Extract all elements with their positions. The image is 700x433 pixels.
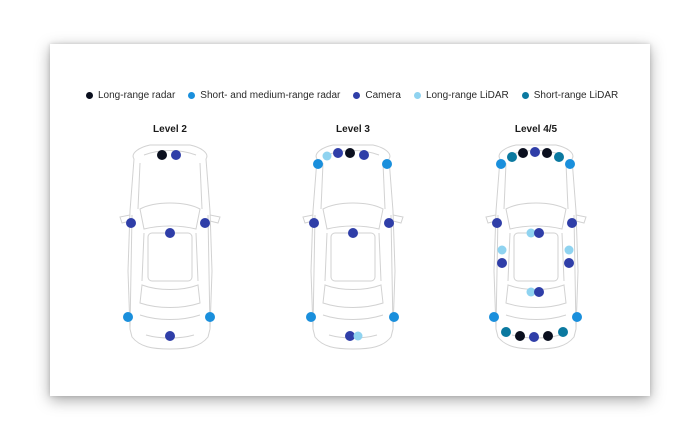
camera-dot <box>359 150 369 160</box>
long-range-radar-dot <box>518 148 528 158</box>
camera-dot <box>126 218 136 228</box>
level-3-sensors <box>306 148 399 341</box>
short-medium-radar-dot <box>496 159 506 169</box>
legend-label: Long-range LiDAR <box>425 89 509 101</box>
short-medium-radar-dot <box>489 312 499 322</box>
long-range-lidar-dot-icon <box>413 91 421 99</box>
short-range-lidar-dot-icon <box>521 91 529 99</box>
long-range-radar-dot <box>542 148 552 158</box>
camera-dot <box>567 218 577 228</box>
short-range-lidar-dot <box>507 152 517 162</box>
long-range-radar-dot <box>345 148 355 158</box>
camera-dot <box>348 228 358 238</box>
short-medium-radar-dot <box>565 159 575 169</box>
level-2-title: Level 2 <box>153 124 187 135</box>
short-range-lidar-dot <box>558 327 568 337</box>
level-3-title: Level 3 <box>336 124 370 135</box>
camera-dot <box>529 332 539 342</box>
car-level-2 <box>119 144 221 350</box>
camera-dot-icon <box>353 91 361 99</box>
legend-label: Short-range LiDAR <box>533 89 619 101</box>
long-range-lidar-dot <box>497 245 507 255</box>
camera-dot <box>530 147 540 157</box>
short-medium-radar-dot <box>572 312 582 322</box>
level-4-5-sensors <box>489 147 582 342</box>
long-range-radar-dot <box>543 331 553 341</box>
car-level-3 <box>302 144 404 350</box>
legend-item-camera: Camera <box>353 90 401 101</box>
camera-dot <box>171 150 181 160</box>
long-range-radar-dot <box>157 150 167 160</box>
legend-item-short-range-lidar: Short-range LiDAR <box>521 89 619 101</box>
long-range-lidar-dot <box>564 245 574 255</box>
camera-dot <box>534 287 544 297</box>
legend-item-long-range-lidar: Long-range LiDAR <box>413 89 509 101</box>
short-medium-radar-dot <box>205 312 215 322</box>
camera-dot <box>534 228 544 238</box>
short-medium-radar-dot <box>306 312 316 322</box>
long-range-lidar-dot <box>322 151 332 161</box>
camera-dot <box>309 218 319 228</box>
legend: Long-range radar Short- and medium-range… <box>86 88 631 102</box>
camera-dot <box>384 218 394 228</box>
camera-dot <box>564 258 574 268</box>
camera-dot <box>333 148 343 158</box>
legend-label: Short- and medium-range radar <box>200 89 341 101</box>
legend-item-short-medium-radar: Short- and medium-range radar <box>188 90 340 101</box>
short-medium-radar-dot <box>382 159 392 169</box>
camera-dot <box>165 331 175 341</box>
legend-label: Camera <box>365 89 401 101</box>
camera-dot <box>497 258 507 268</box>
long-range-lidar-dot <box>353 331 363 341</box>
long-range-lidar-dot <box>526 287 536 297</box>
camera-dot <box>492 218 502 228</box>
legend-item-long-range-radar: Long-range radar <box>86 90 175 101</box>
long-range-lidar-dot <box>526 228 536 238</box>
camera-dot <box>200 218 210 228</box>
legend-label: Long-range radar <box>98 89 176 101</box>
level-4-5-title: Level 4/5 <box>514 124 558 135</box>
short-medium-radar-dot <box>313 159 323 169</box>
short-medium-radar-dot-icon <box>188 91 196 99</box>
long-range-radar-dot-icon <box>86 91 93 99</box>
short-medium-radar-dot <box>123 312 133 322</box>
level-2-sensors <box>123 150 215 341</box>
short-medium-radar-dot <box>389 312 399 322</box>
short-range-lidar-dot <box>501 327 511 337</box>
camera-dot <box>345 331 355 341</box>
long-range-radar-dot <box>515 331 525 341</box>
camera-dot <box>165 228 175 238</box>
short-range-lidar-dot <box>554 152 564 162</box>
